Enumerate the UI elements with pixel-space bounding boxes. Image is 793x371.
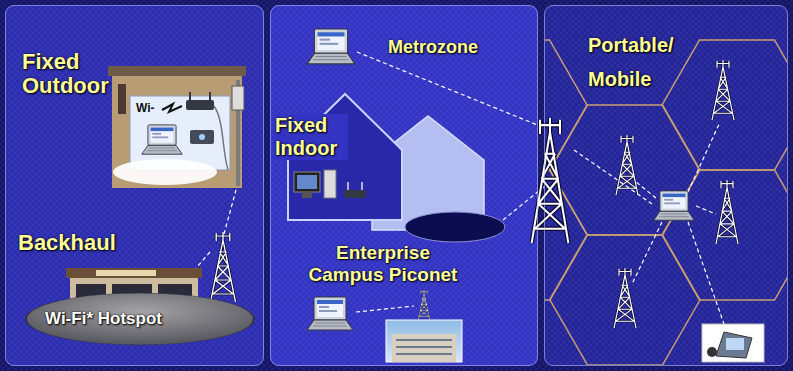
scenario-panel: MetrozoneFixed IndoorEnterprise Campus P… [270,5,538,366]
campus-scene [386,320,462,362]
wireless-link [224,190,236,234]
pda-device [702,324,764,362]
text-slot: Enterprise Campus Piconet [303,242,463,286]
text-slot: Wi-Fi* Hotspot [45,308,215,330]
wireless-link [574,122,724,324]
wireless-link [696,206,716,214]
scenario-heading: Fixed Indoor [273,114,348,160]
houses [344,190,366,198]
panel-fill [5,5,788,366]
cell-towers [716,180,738,244]
panel-fill [544,5,788,366]
cell-hexagons [550,235,700,365]
houses [348,182,362,190]
text-slot: Wi- [136,101,176,115]
cell-hexagons [662,170,787,300]
campus-scene [392,334,456,362]
wireless-link [357,52,545,128]
text-slot: Portable/ Mobile [588,28,688,96]
wireless-link [196,252,210,268]
wireless-link [688,122,720,192]
outdoor-building [112,76,242,188]
cell-towers [712,60,734,120]
cell-hexagons [545,40,787,365]
scenario-panel: Fixed OutdoorBackhaulWi-Fi* Hotspot [5,5,264,366]
panel-fill [270,5,538,366]
panel-fill [5,5,264,366]
cell-hexagons [662,40,787,170]
pda-device [726,338,744,350]
cell-towers [614,268,636,328]
campus-scene [307,290,462,362]
panel-fill [544,5,788,366]
mobile-laptop [654,191,694,220]
houses [297,175,317,189]
metrozone-laptop [307,29,355,64]
cell-hexagons [550,105,700,235]
houses [294,172,320,192]
houses [324,170,336,198]
wireless-link [688,222,724,324]
wireless-link [632,222,662,284]
wireless-link [196,190,236,268]
pda-device [707,347,717,357]
outdoor-building [142,125,182,154]
hotspot-store [66,268,202,278]
text-slot: Fixed Outdoor [22,50,122,98]
hotspot-ellipse: Wi-Fi* Hotspot [25,292,255,346]
hotspot-label: Wi-Fi* Hotspot [45,308,215,330]
inset-label: Wi- [136,101,176,115]
outdoor-building [232,86,244,110]
scenario-heading: Fixed Outdoor [22,50,122,98]
pda-device [702,324,764,362]
campus-scene [307,297,353,330]
base-station-tower [211,232,236,302]
scenario-panel: Portable/ Mobile [544,5,788,366]
base-station-tower [211,232,236,302]
outdoor-building [130,96,230,170]
outdoor-building [162,104,182,112]
scenario-heading: Portable/ Mobile [588,28,688,96]
metrozone-laptop [307,29,355,64]
wireless-link [356,306,414,312]
outdoor-building [113,159,217,185]
houses [302,192,312,198]
text-slot: Fixed Indoor [273,114,348,160]
scenario-heading: Backhaul [18,230,138,256]
outdoor-building [186,100,214,110]
mobile-laptop [654,191,694,220]
panel-fill [270,5,538,366]
outdoor-building [108,66,246,188]
panel-fill [5,5,264,366]
cell-towers [532,60,738,328]
houses [405,212,505,242]
scenario-heading: Enterprise Campus Piconet [303,242,463,286]
outdoor-building [199,134,205,140]
campus-scene [418,290,430,320]
hotspot-store [96,270,156,276]
wireless-link [574,150,652,204]
outdoor-building [108,66,246,76]
outdoor-building [118,84,126,114]
text-slot: Metrozone [388,36,508,58]
outdoor-building [214,106,228,170]
campus-scene [396,340,452,354]
pda-device [716,332,752,358]
outdoor-building [190,92,210,100]
text-slot: Backhaul [18,230,138,256]
outdoor-building [190,130,214,144]
ellipse-outline [26,293,254,345]
scenario-heading: Metrozone [388,36,508,58]
